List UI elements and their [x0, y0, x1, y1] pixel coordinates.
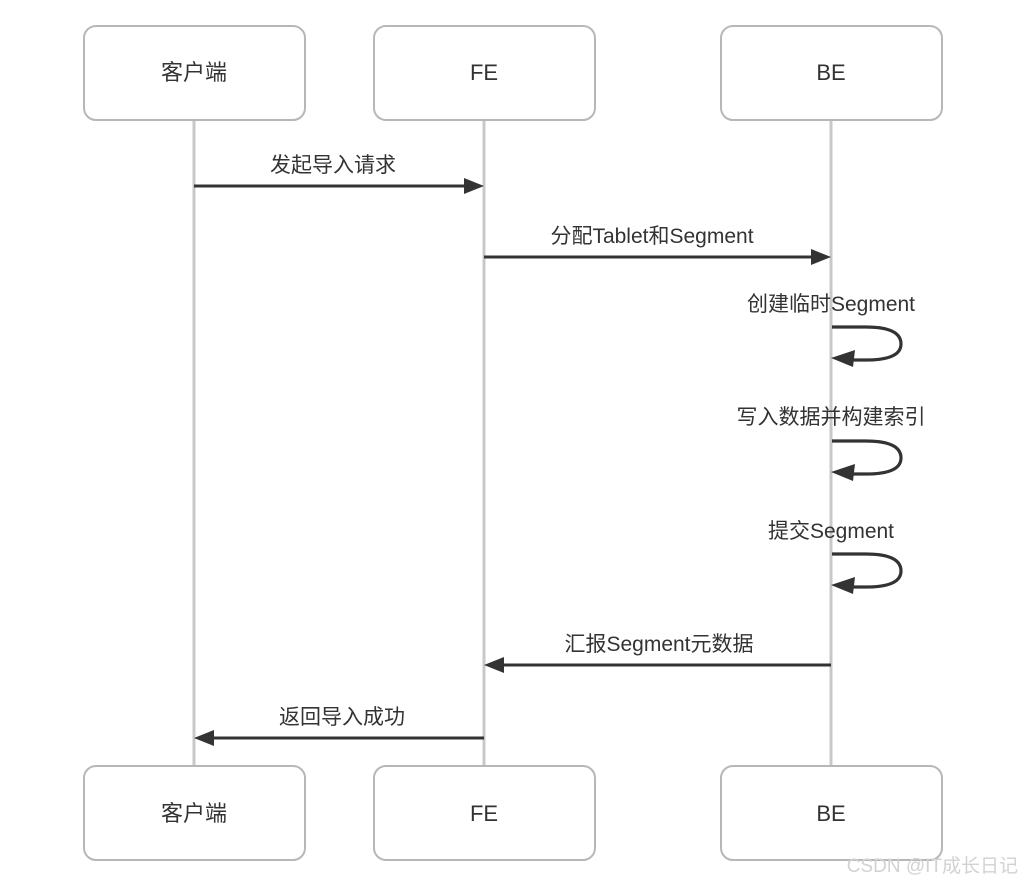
- selfloop-path-5: [832, 552, 903, 589]
- participant-box-client-top[interactable]: 客户端: [83, 25, 306, 121]
- participant-label-fe-bottom: FE: [470, 801, 498, 826]
- participant-label-be-top: BE: [816, 60, 845, 85]
- arrowhead-right-2: [811, 249, 831, 265]
- arrowhead-self-4: [831, 464, 855, 481]
- participant-box-client-bottom[interactable]: 客户端: [83, 765, 306, 861]
- message-label-1: 发起导入请求: [270, 154, 396, 177]
- message-1-request-import[interactable]: 发起导入请求: [194, 154, 484, 194]
- selfloop-path-4: [832, 439, 903, 476]
- participant-box-rect: [373, 25, 596, 121]
- arrowhead-left-6: [484, 657, 504, 673]
- message-label-6: 汇报Segment元数据: [564, 633, 753, 656]
- arrowhead-self-5: [831, 577, 855, 594]
- participant-label-client-bottom: 客户端: [161, 801, 227, 826]
- message-label-4: 写入数据并构建索引: [737, 406, 926, 429]
- message-4-write-data-build-index[interactable]: 写入数据并构建索引: [737, 406, 926, 481]
- participant-box-rect: [83, 765, 306, 861]
- selfloop-path-3: [832, 325, 903, 362]
- participant-box-rect: [373, 765, 596, 861]
- participant-box-rect: [720, 765, 943, 861]
- message-label-2: 分配Tablet和Segment: [550, 225, 753, 248]
- lifelines-group: [192, 120, 833, 766]
- message-label-5: 提交Segment: [768, 520, 894, 543]
- participant-label-client-top: 客户端: [161, 60, 227, 85]
- message-label-7: 返回导入成功: [279, 706, 405, 729]
- participant-box-be-bottom[interactable]: BE: [720, 765, 943, 861]
- message-7-return-import-success[interactable]: 返回导入成功: [194, 706, 484, 746]
- participant-label-be-bottom: BE: [816, 801, 845, 826]
- message-5-commit-segment[interactable]: 提交Segment: [768, 520, 903, 594]
- message-6-report-segment-metadata[interactable]: 汇报Segment元数据: [484, 633, 831, 673]
- arrowhead-self-3: [831, 350, 855, 367]
- watermark-label: CSDN @IT成长日记: [847, 855, 1018, 877]
- participant-label-fe-top: FE: [470, 60, 498, 85]
- arrowhead-right-1: [464, 178, 484, 194]
- message-label-3: 创建临时Segment: [747, 293, 915, 316]
- arrowhead-left-7: [194, 730, 214, 746]
- message-2-allocate-tablet-segment[interactable]: 分配Tablet和Segment: [484, 225, 831, 265]
- message-3-create-temp-segment[interactable]: 创建临时Segment: [747, 293, 915, 367]
- participant-box-fe-bottom[interactable]: FE: [373, 765, 596, 861]
- participant-box-fe-top[interactable]: FE: [373, 25, 596, 121]
- participant-box-rect: [720, 25, 943, 121]
- participant-box-be-top[interactable]: BE: [720, 25, 943, 121]
- participant-box-rect: [83, 25, 306, 121]
